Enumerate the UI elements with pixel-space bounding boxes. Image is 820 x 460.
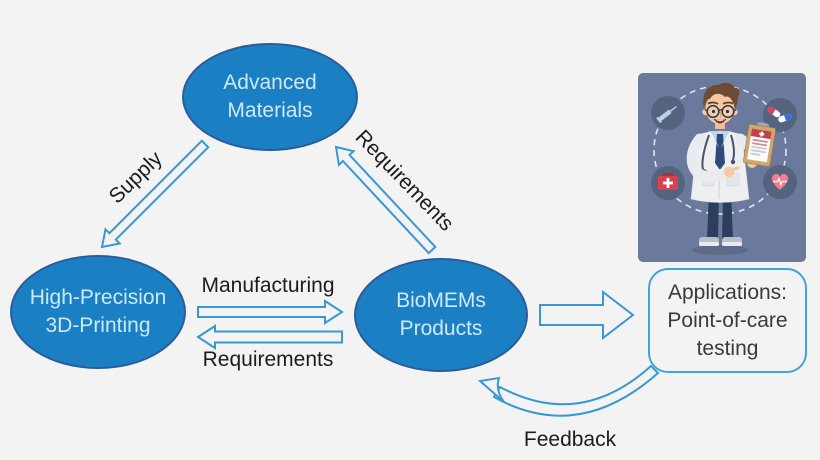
node-label-line: Advanced	[223, 71, 317, 94]
requirements-left-arrow	[196, 324, 343, 350]
node-advanced-materials: Advanced Materials	[182, 43, 358, 151]
manufacturing-arrow	[197, 299, 344, 325]
syringe-icon	[651, 96, 685, 130]
feedback-arrow-band	[492, 364, 660, 417]
node-biomems-products: BioMEMs Products	[354, 258, 528, 372]
applications-arrow	[539, 289, 635, 341]
applications-box: Applications: Point-of-care testing	[648, 268, 807, 373]
requirements-up-arrow	[334, 145, 437, 255]
heart-pulse-icon	[763, 165, 797, 199]
doctor-head	[702, 82, 740, 129]
dashed-circle	[653, 85, 787, 215]
supply-arrow	[100, 139, 210, 249]
shoes	[699, 237, 742, 246]
feedback-arrow-head	[477, 376, 505, 403]
doctor-illustration	[638, 73, 806, 262]
clipboard-icon	[743, 122, 776, 167]
node-high-precision-3d-printing: High-Precision 3D-Printing	[10, 255, 186, 369]
node-label-line: Materials	[227, 99, 313, 122]
edge-label-requirements-left: Requirements	[202, 348, 334, 371]
edge-label-manufacturing: Manufacturing	[201, 274, 335, 297]
node-label-line: BioMEMs	[396, 289, 486, 312]
doctor-figure	[686, 82, 776, 255]
edge-label-feedback: Feedback	[523, 428, 617, 451]
first-aid-kit-icon	[651, 166, 685, 200]
applications-label-line: Point-of-care	[667, 308, 788, 332]
node-label-line: 3D-Printing	[45, 314, 151, 337]
node-label-line: High-Precision	[29, 286, 167, 309]
pills-icon	[763, 98, 797, 132]
tie	[715, 134, 725, 170]
node-label-line: Products	[399, 317, 483, 340]
applications-label-line: Applications:	[667, 280, 788, 304]
applications-label-line: testing	[696, 336, 759, 360]
